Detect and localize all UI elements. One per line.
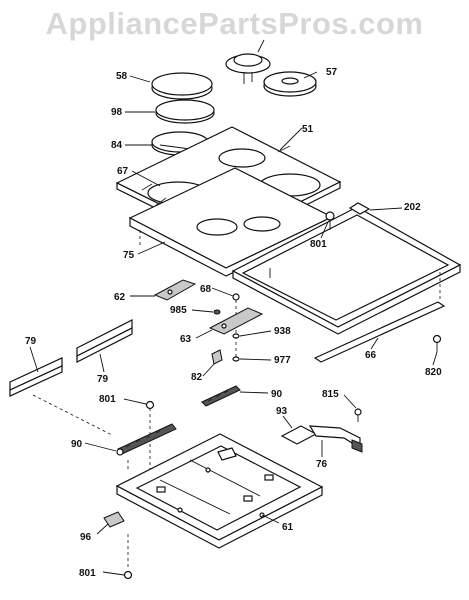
- callout-977: 977: [274, 355, 291, 366]
- callout-90-upper: 90: [271, 389, 283, 400]
- screw-801-lower[interactable]: [123, 570, 133, 580]
- watermark-text: AppliancePartsPros.com: [45, 6, 424, 41]
- callout-76: 76: [316, 459, 328, 470]
- burner-box-61[interactable]: [115, 433, 324, 549]
- callout-90-lower: 90: [71, 439, 83, 450]
- callout-62: 62: [114, 292, 126, 303]
- callout-79-left: 79: [25, 336, 37, 347]
- burner-ring-98[interactable]: [155, 99, 215, 124]
- washer-938[interactable]: [232, 333, 240, 339]
- hinge-strip-90-lower[interactable]: [116, 423, 177, 470]
- callout-66: 66: [365, 350, 377, 361]
- burner-cap-top[interactable]: [225, 39, 271, 84]
- callout-98: 98: [111, 107, 123, 118]
- burner-drip-pan-57[interactable]: [263, 71, 317, 97]
- bracket-62[interactable]: [153, 279, 197, 301]
- side-trim-79-lower[interactable]: [9, 357, 113, 436]
- callout-985: 985: [170, 305, 187, 316]
- side-trim-79-upper[interactable]: [76, 319, 133, 363]
- callout-67: 67: [117, 166, 129, 177]
- clip-82[interactable]: [211, 349, 223, 365]
- callout-815: 815: [322, 389, 339, 400]
- screw-815[interactable]: [354, 408, 362, 422]
- trim-frame-202[interactable]: [231, 202, 462, 335]
- callout-801-upper: 801: [310, 239, 327, 250]
- shield-93[interactable]: [280, 425, 318, 445]
- callout-801-lower: 801: [79, 568, 96, 579]
- callout-75: 75: [123, 250, 135, 261]
- callout-68: 68: [200, 284, 212, 295]
- screw-820[interactable]: [432, 334, 442, 353]
- callout-82: 82: [191, 372, 203, 383]
- callout-938: 938: [274, 326, 291, 337]
- washer-985[interactable]: [213, 309, 221, 315]
- callout-96: 96: [80, 532, 92, 543]
- callout-84: 84: [111, 140, 123, 151]
- callout-61: 61: [282, 522, 294, 533]
- vent-tube-76[interactable]: [308, 425, 363, 453]
- nut-977[interactable]: [232, 356, 240, 362]
- trim-strip-66[interactable]: [313, 272, 446, 363]
- callout-labels: 58 57 98 84 51 67 75 202 801 62 68 985 6…: [25, 67, 442, 579]
- callout-79-right: 79: [97, 374, 109, 385]
- callout-51: 51: [302, 124, 314, 135]
- callout-820: 820: [425, 367, 442, 378]
- callout-58: 58: [116, 71, 128, 82]
- screw-801-upper[interactable]: [325, 211, 335, 230]
- bracket-63[interactable]: [208, 307, 264, 335]
- screw-68[interactable]: [232, 293, 240, 360]
- hinge-strip-90-upper[interactable]: [201, 385, 241, 407]
- bracket-96[interactable]: [103, 511, 129, 570]
- burner-drip-pan-58[interactable]: [151, 72, 213, 100]
- callout-63: 63: [180, 334, 192, 345]
- callout-801-middle: 801: [99, 394, 116, 405]
- callout-93: 93: [276, 406, 288, 417]
- callout-57: 57: [326, 67, 338, 78]
- leader-lines: [29, 71, 438, 576]
- callout-202: 202: [404, 202, 421, 213]
